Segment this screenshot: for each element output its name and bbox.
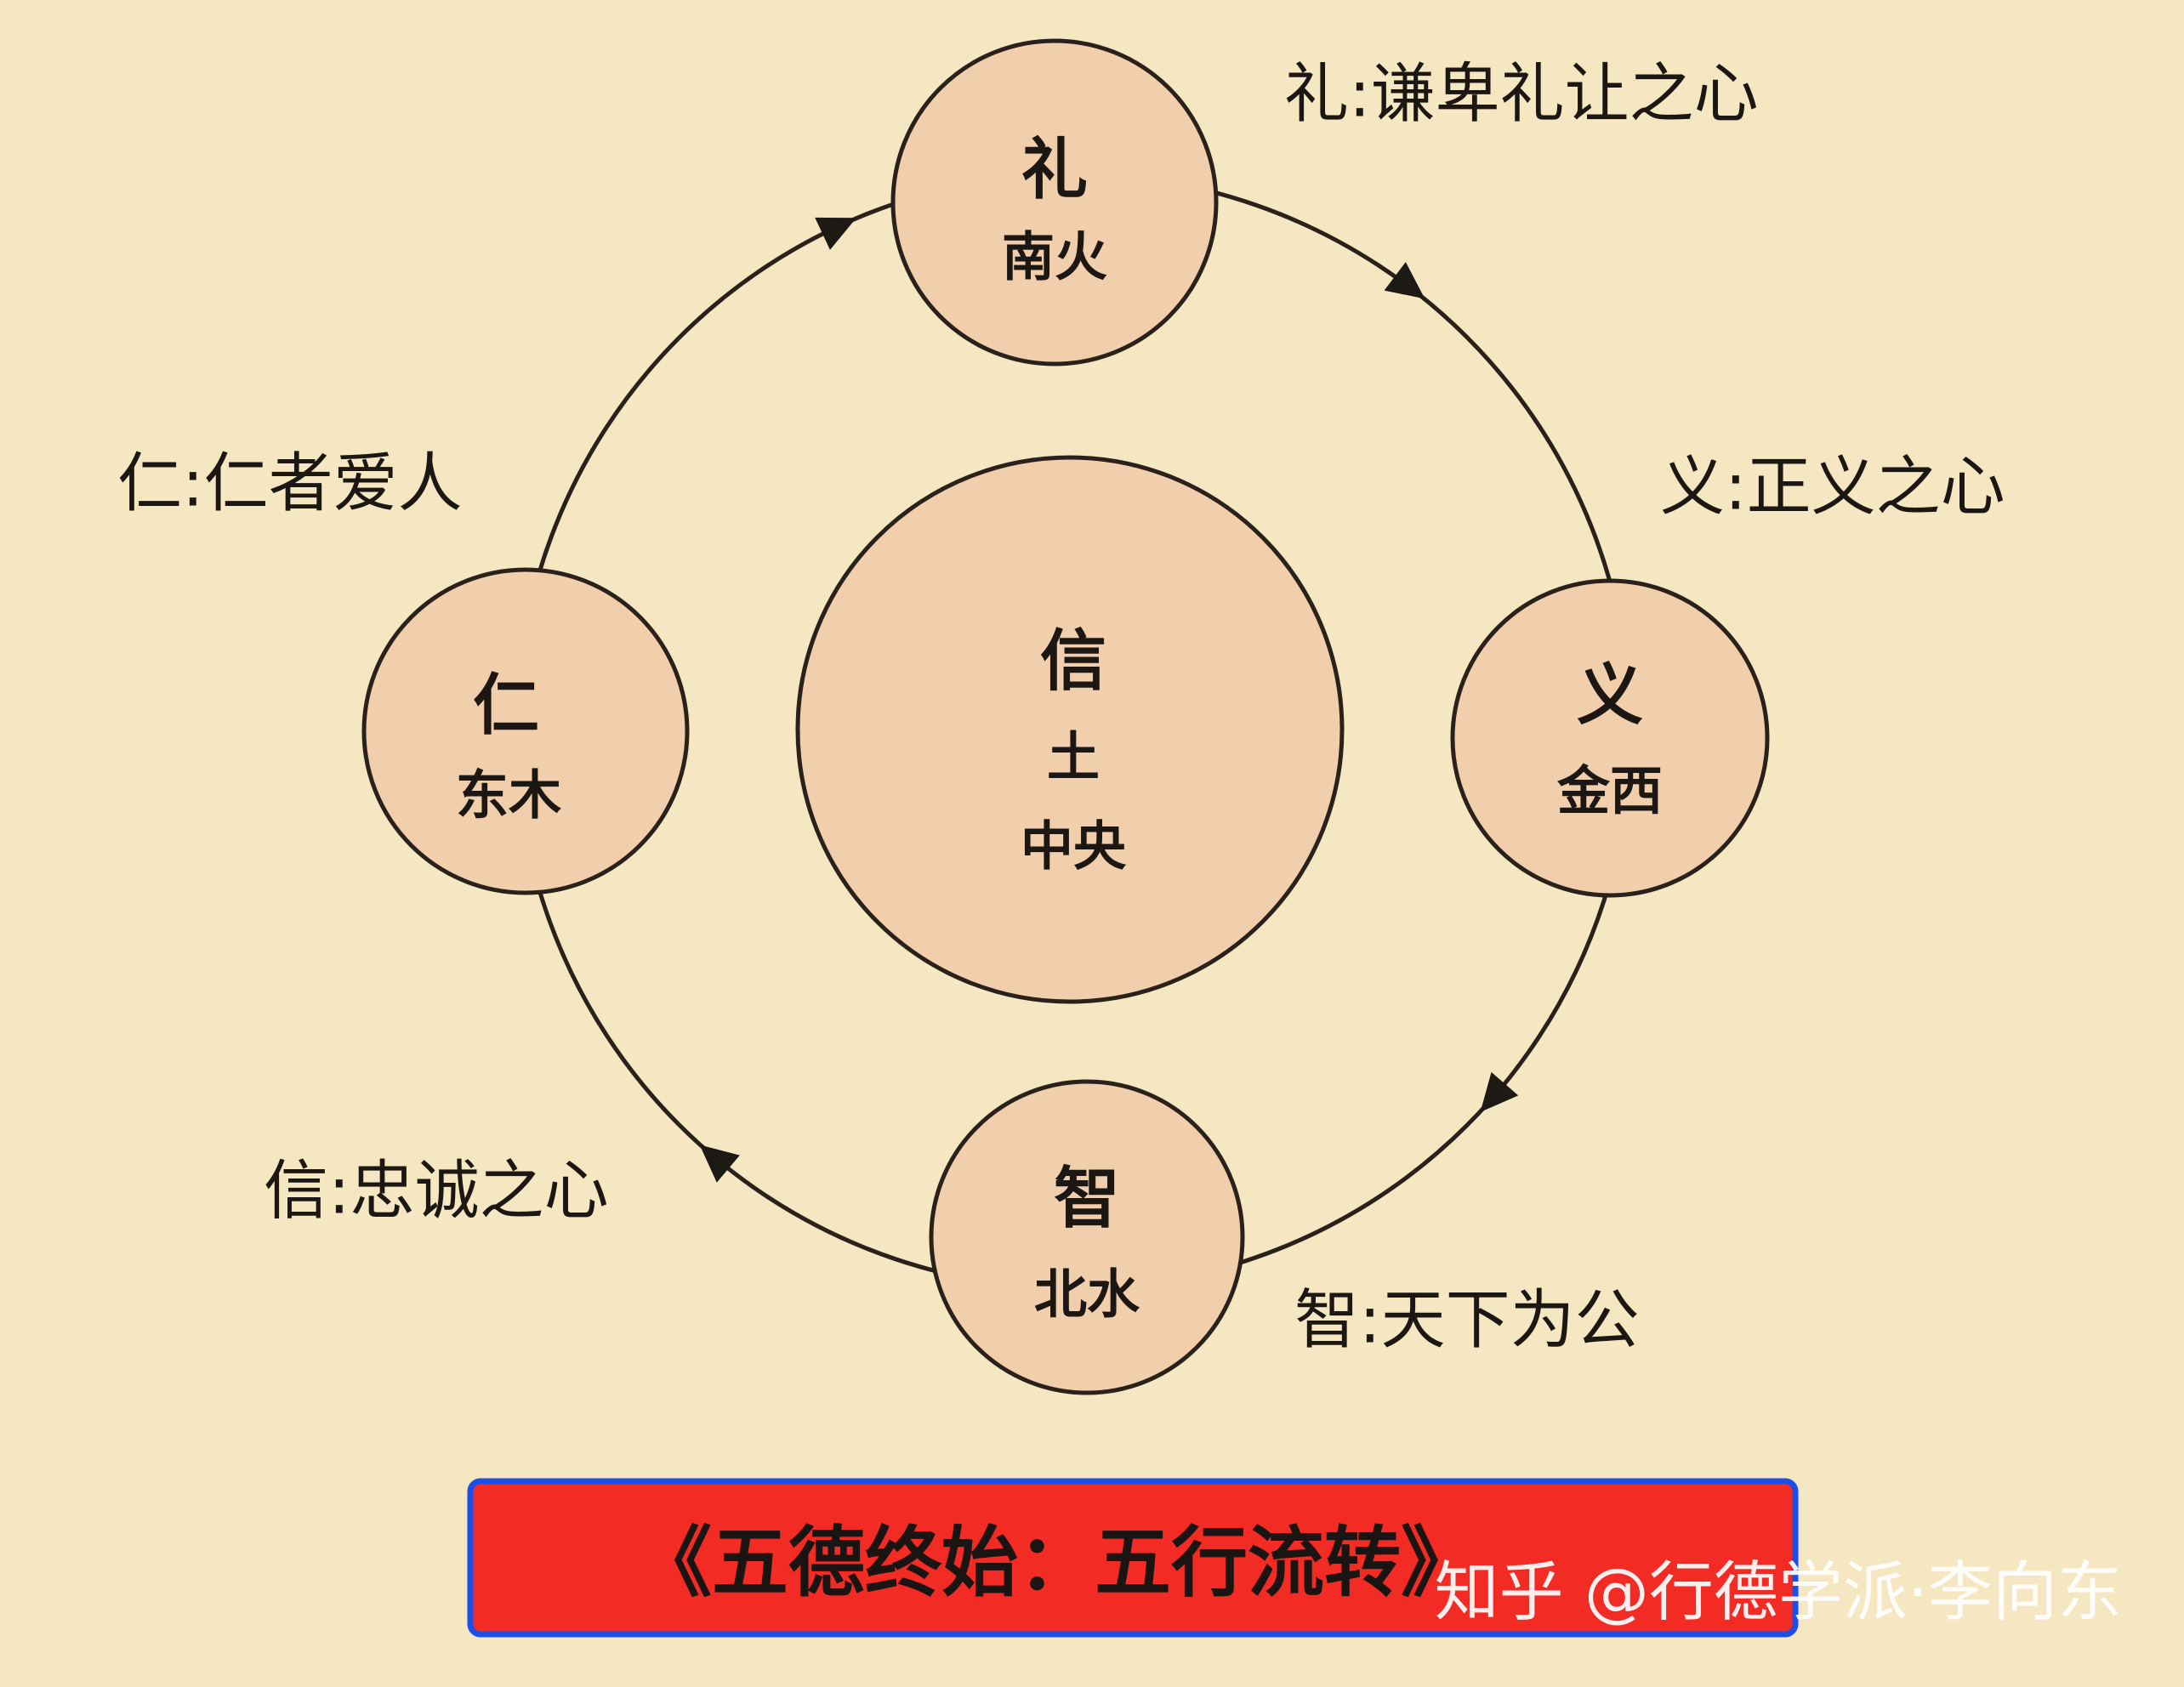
title-banner-box [467,1478,1799,1638]
watermark: 知乎 @行德学派·李向东 [1435,1554,2122,1630]
node-ren: 仁 东木 [361,567,690,895]
node-xin-line3: 中央 [1021,815,1127,878]
node-zhi-main: 智 [1054,1161,1120,1237]
title-text: 《五德终始：五行流转》 [635,1519,1477,1608]
node-zhi-circle [929,1079,1245,1395]
arrow-north-to-east [699,1145,740,1183]
node-li-main: 礼 [1021,132,1088,208]
node-yi-main: 义 [1577,657,1643,734]
node-xin-line2: 土 [1047,726,1100,788]
node-ren-circle [361,567,690,895]
node-ren-main: 仁 [473,667,539,744]
node-li-circle [890,38,1219,366]
node-yi-sub: 金西 [1556,760,1663,822]
arrow-south-to-west [1384,262,1425,299]
flow-arrows [699,217,1519,1183]
node-zhi: 智 北水 [929,1079,1245,1395]
node-li-sub: 南火 [1002,226,1107,288]
annotation-xin: 信:忠诚之心 [264,1153,609,1229]
node-xin-circle [795,455,1345,1004]
node-zhi-sub: 北水 [1034,1264,1140,1326]
node-ren-sub: 东木 [456,764,561,826]
annotation-zhi: 智:天下为公 [1294,1282,1640,1358]
annotation-ren: 仁:仁者爱人 [117,446,463,521]
node-li: 礼 南火 [890,38,1219,366]
annotation-yi: 义:正义之心 [1660,449,2005,525]
node-yi-circle [1450,578,1770,898]
node-yi: 义 金西 [1450,578,1770,898]
annotation-li: 礼:谦卑礼让之心 [1284,56,1759,132]
node-xin-center: 信 土 中央 [795,455,1345,1004]
arrow-west-to-north [1480,1071,1519,1112]
title-banner: 《五德终始：五行流转》 [467,1478,1799,1638]
arrow-east-to-south [815,217,856,250]
node-xin-main: 信 [1040,623,1106,700]
